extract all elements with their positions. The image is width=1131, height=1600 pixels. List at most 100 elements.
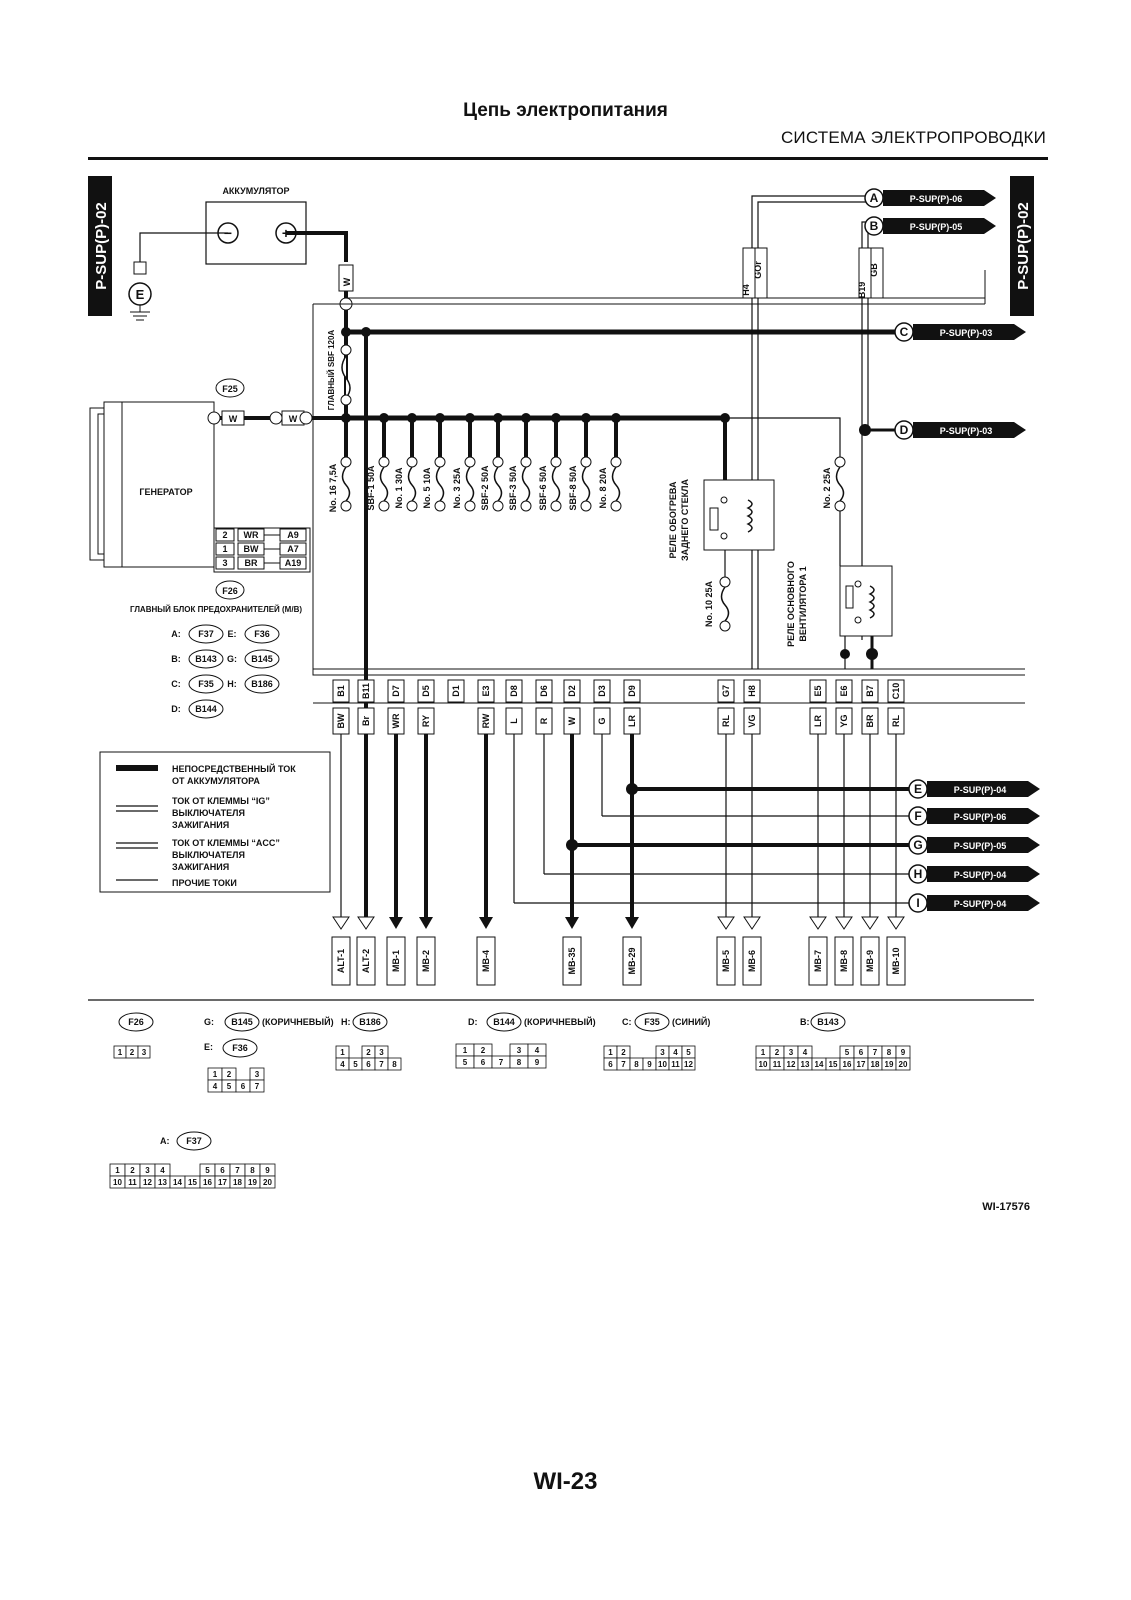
wire-arrow — [835, 916, 853, 930]
wire-arrow — [565, 917, 579, 929]
terminal-box — [809, 679, 827, 703]
fuse-terminal — [340, 456, 352, 468]
wire-color-label: VG — [747, 714, 757, 727]
destination-box — [860, 936, 880, 986]
pin-number: 4 — [535, 1046, 540, 1055]
terminal-box — [477, 679, 495, 703]
connector-id: B144 — [195, 704, 217, 714]
connector-id: B145 — [251, 654, 273, 664]
destination-label: MB-29 — [627, 947, 637, 974]
pin-number: 6 — [481, 1058, 486, 1067]
ref-letter: G — [913, 838, 922, 852]
pin-number: 14 — [173, 1178, 182, 1187]
wire-color-label: WR — [391, 713, 401, 728]
legend-letter: E: — [228, 629, 237, 639]
conn-b143 — [810, 1012, 846, 1032]
fuse-label: No. 10 25A — [704, 580, 714, 627]
terminal-box — [505, 679, 523, 703]
battery-wire-color: W — [342, 277, 352, 286]
fuse-terminal — [492, 456, 504, 468]
pin-number: 6 — [241, 1082, 246, 1091]
fuse-terminal — [434, 500, 446, 512]
pin-number: 17 — [857, 1060, 866, 1069]
terminal-label: H8 — [747, 685, 757, 697]
pin-number: 2 — [227, 1070, 232, 1079]
side-tab-left[interactable]: P-SUP(P)-02 — [88, 176, 112, 316]
terminal-label: G7 — [721, 685, 731, 697]
terminal-label: D6 — [539, 685, 549, 697]
destination-box — [834, 936, 854, 986]
pin-cell — [249, 1079, 265, 1093]
rear-relay-label-1: РЕЛЕ ОБОГРЕВА — [668, 481, 678, 558]
connector-id: B143 — [195, 654, 217, 664]
legend-letter: A: — [171, 629, 181, 639]
ref-arrow — [913, 324, 1026, 340]
terminal-label: D8 — [509, 685, 519, 697]
terminal-label: E5 — [813, 685, 823, 696]
conn-b143-label: B143 — [817, 1017, 839, 1027]
pin-number: 8 — [392, 1060, 397, 1069]
terminal-box — [717, 679, 735, 703]
wire-arrow — [479, 917, 493, 929]
pin-number: 7 — [873, 1048, 878, 1057]
pin-number: 19 — [885, 1060, 894, 1069]
wire-arrow — [743, 916, 761, 930]
conn-g-letter: G: — [204, 1017, 214, 1027]
pin-number: 1 — [608, 1048, 613, 1057]
pin-number: 3 — [379, 1048, 384, 1057]
pin-number: 10 — [113, 1178, 122, 1187]
pin-number: 16 — [203, 1178, 212, 1187]
fuse-label: No. 3 25A — [452, 467, 462, 509]
legend-text-line: ТОК ОТ КЛЕММЫ “ACC” — [172, 838, 280, 848]
fuse-label: SBF-2 50A — [480, 465, 490, 511]
pin-number: 5 — [686, 1048, 691, 1057]
figure-id: WI-17576 — [982, 1201, 1030, 1213]
legend-text-line: НЕПОСРЕДСТВЕННЫЙ ТОК — [172, 763, 296, 774]
destination-label: MB-5 — [721, 950, 731, 972]
pin-number: 2 — [366, 1048, 371, 1057]
pin-number: 15 — [829, 1060, 838, 1069]
destination-label: MB-9 — [865, 950, 875, 972]
terminal-label: C10 — [891, 683, 901, 700]
fuse-element — [551, 466, 561, 502]
destination-box — [886, 936, 906, 986]
pin-number: 19 — [248, 1178, 257, 1187]
connector-id: F36 — [254, 629, 270, 639]
side-tab-right[interactable]: P-SUP(P)-02 — [1010, 176, 1034, 316]
terminal-label: D9 — [627, 685, 637, 697]
terminal-box — [417, 679, 435, 703]
pin-number: 5 — [353, 1060, 358, 1069]
pin-cell — [259, 1175, 276, 1189]
fuse-terminal — [834, 456, 846, 468]
fuse-terminal — [610, 456, 622, 468]
legend-text-line: ПРОЧИЕ ТОКИ — [172, 878, 237, 888]
ref-letter: H — [914, 867, 923, 881]
side-tab-left-label: P-SUP(P)-02 — [93, 202, 110, 290]
gen-term: A7 — [287, 544, 299, 554]
wire-arrow — [419, 917, 433, 929]
main-fan-relay: РЕЛЕ ОСНОВНОГО ВЕНТИЛЯТОРА 1 — [786, 561, 893, 647]
ref-target: P-SUP(P)-06 — [954, 812, 1007, 822]
pin-number: 9 — [647, 1060, 652, 1069]
connector-oval — [188, 624, 224, 644]
connector-oval — [244, 674, 280, 694]
wire-color-label: YG — [839, 714, 849, 727]
connector-oval — [244, 649, 280, 669]
pin-number: 3 — [142, 1048, 147, 1057]
fuse-terminal — [520, 456, 532, 468]
terminal-box — [332, 679, 350, 703]
conn-b144-label: B144 — [493, 1017, 515, 1027]
pin-number: 1 — [761, 1048, 766, 1057]
pin-number: 16 — [843, 1060, 852, 1069]
pin-number: 7 — [621, 1060, 626, 1069]
terminal-box — [743, 679, 761, 703]
gen-wire-color: BR — [245, 558, 258, 568]
destination-box — [716, 936, 736, 986]
wire-arrow — [887, 916, 905, 930]
terminal-box — [861, 679, 879, 703]
connector-oval — [244, 624, 280, 644]
pin-number: 2 — [130, 1166, 135, 1175]
conn-f35-label: F35 — [644, 1017, 660, 1027]
destination-box — [562, 936, 582, 986]
